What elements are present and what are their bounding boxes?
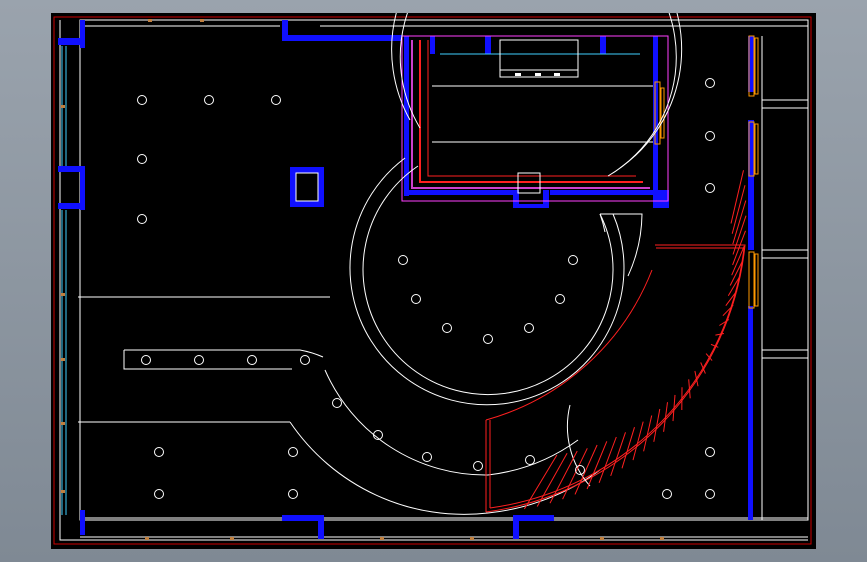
- stair-tread: [710, 343, 719, 348]
- ceiling-light: [575, 465, 585, 475]
- ceiling-light: [555, 294, 565, 304]
- stair-tread: [598, 436, 617, 483]
- stair-tread: [732, 215, 747, 255]
- floor-plan-drawing[interactable]: [51, 13, 816, 549]
- service-room: [401, 35, 669, 202]
- stair-tread: [621, 427, 635, 469]
- stair-tread: [586, 441, 608, 490]
- stair-tread: [715, 333, 724, 336]
- stair-tread: [653, 408, 661, 442]
- ceiling-light: [154, 489, 164, 499]
- ceiling-light: [568, 255, 578, 265]
- spiral-staircase: [485, 170, 747, 513]
- outer-walls: [59, 19, 809, 541]
- stair-tread: [523, 454, 558, 510]
- ceiling-light: [288, 447, 298, 457]
- ceiling-light: [271, 95, 281, 105]
- ceiling-light: [473, 461, 483, 471]
- stair-tread: [688, 379, 691, 399]
- ceiling-light: [442, 323, 452, 333]
- ceiling-light: [137, 95, 147, 105]
- stair-tread: [549, 450, 578, 504]
- stair-tread: [731, 245, 745, 276]
- ceiling-light: [204, 95, 214, 105]
- curved-corridor: [289, 369, 601, 515]
- window-mullions: [61, 19, 664, 540]
- stair-tread: [732, 230, 746, 266]
- ceiling-light: [137, 214, 147, 224]
- stair-tread: [672, 394, 676, 422]
- ceiling-light: [194, 355, 204, 365]
- stair-tread: [663, 402, 668, 432]
- cad-viewport[interactable]: [51, 13, 816, 549]
- stair-tread: [643, 415, 653, 452]
- ceiling-light: [705, 447, 715, 457]
- ceiling-light: [662, 489, 672, 499]
- stair-tread: [610, 432, 626, 477]
- ceiling-light: [524, 323, 534, 333]
- counter-fixtures: [515, 73, 560, 76]
- stair-tread: [725, 290, 738, 306]
- ceiling-light: [398, 255, 408, 265]
- ceiling-light: [300, 355, 310, 365]
- ceiling-light: [137, 154, 147, 164]
- circular-atrium: [349, 13, 683, 406]
- ceiling-light: [483, 334, 493, 344]
- stair-tread: [536, 452, 568, 507]
- ceiling-light: [705, 183, 715, 193]
- ceiling-light: [705, 78, 715, 88]
- stair-tread: [562, 448, 588, 500]
- stair-tread: [729, 260, 743, 286]
- ceiling-light: [154, 447, 164, 457]
- stair-tread: [722, 304, 734, 317]
- stair-tread: [719, 319, 730, 326]
- ceiling-light: [422, 452, 432, 462]
- stair-tread: [730, 170, 744, 224]
- ceiling-light: [332, 398, 342, 408]
- left-windows: [61, 46, 67, 515]
- ceiling-light: [373, 430, 383, 440]
- ceiling-light: [288, 489, 298, 499]
- stair-tread: [732, 200, 747, 245]
- ceiling-lights: [137, 78, 715, 499]
- stair-tread: [700, 362, 706, 374]
- stair-tread: [705, 353, 713, 361]
- stair-tread: [731, 185, 746, 234]
- doors: [654, 35, 759, 309]
- ceiling-light: [705, 131, 715, 141]
- square-column-core: [295, 172, 319, 202]
- stair-tread: [694, 370, 699, 387]
- ceiling-light: [247, 355, 257, 365]
- ceiling-light: [141, 355, 151, 365]
- stair-tread: [727, 275, 741, 296]
- stair-tread: [632, 421, 644, 461]
- ceiling-light: [705, 489, 715, 499]
- sheet-border: [53, 16, 812, 545]
- ceiling-light: [411, 294, 421, 304]
- stair-tread: [574, 444, 598, 495]
- ceiling-light: [525, 455, 535, 465]
